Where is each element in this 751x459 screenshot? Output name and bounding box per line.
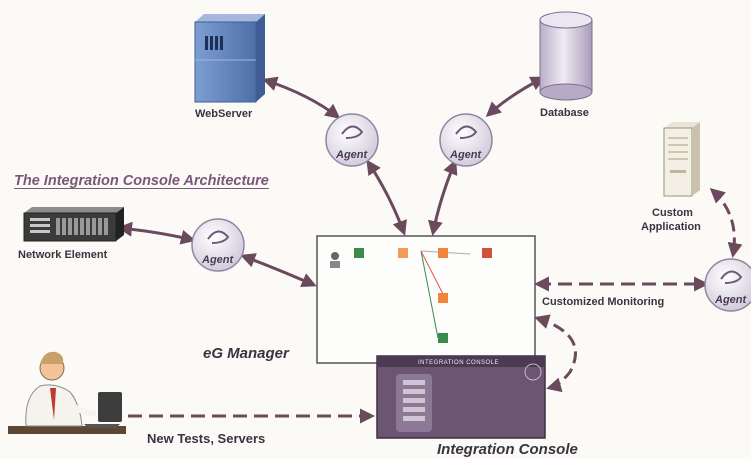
manager-user-icon: [330, 252, 340, 268]
webserver-icon: [194, 14, 265, 103]
agent-custom: [704, 258, 751, 312]
edge-database-agent: [485, 76, 546, 118]
edge-network-agent: [117, 221, 196, 245]
diagram-title: The Integration Console Architecture: [14, 173, 269, 189]
database-icon: [539, 11, 593, 101]
edge-agent-manager-network: [240, 253, 317, 288]
integration-console-window: [376, 355, 546, 439]
edge-agent-manager-left: [366, 159, 407, 236]
agent-network-label: Agent: [201, 254, 235, 266]
custom-application-icon: [663, 122, 700, 197]
customized-monitoring-label: Customized Monitoring: [542, 296, 665, 308]
integration-console-label: Integration Console: [437, 441, 578, 458]
custom-application-label-line1: Custom: [652, 207, 693, 219]
user-at-computer-icon: [8, 351, 126, 434]
network-element-icon: [23, 207, 124, 242]
console-window-title: INTEGRATION CONSOLE: [418, 360, 500, 366]
agent-database: [439, 113, 493, 167]
agent-webserver: [325, 113, 379, 167]
network-element-label: Network Element: [18, 249, 108, 261]
agent-database-label: Agent: [449, 149, 483, 161]
edge-customapp-agent: [709, 188, 743, 258]
custom-application-label-line2: Application: [641, 221, 701, 233]
webserver-label: WebServer: [195, 108, 253, 120]
database-label: Database: [540, 107, 589, 119]
edge-webserver-agent: [262, 76, 341, 119]
agent-webserver-label: Agent: [335, 149, 369, 161]
agent-network: [191, 218, 245, 272]
eg-manager-label: eG Manager: [203, 345, 289, 362]
eg-manager-screen: [316, 235, 536, 364]
edge-agent-manager-right: [428, 159, 458, 236]
new-tests-label: New Tests, Servers: [147, 431, 266, 446]
agent-custom-label: Agent: [714, 294, 748, 306]
edge-console-manager: [534, 314, 577, 393]
